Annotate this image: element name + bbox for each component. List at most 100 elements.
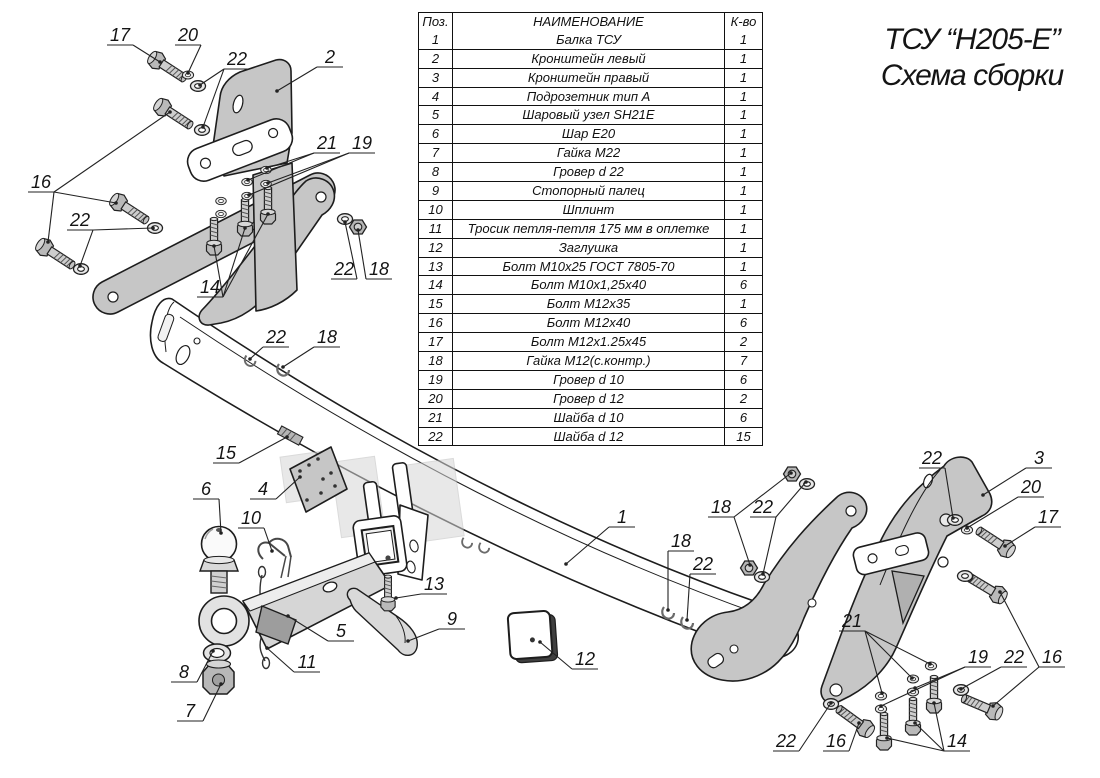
- cell-qty: 1: [725, 199, 762, 219]
- svg-text:2: 2: [324, 47, 335, 67]
- callout-17: 17: [1003, 507, 1061, 548]
- bolt: [875, 711, 893, 751]
- svg-text:9: 9: [447, 609, 457, 629]
- svg-text:22: 22: [692, 554, 713, 574]
- cell-pos: 8: [419, 162, 453, 182]
- svg-text:21: 21: [316, 133, 337, 153]
- callout-22: 22: [919, 448, 955, 520]
- callout-18: 18: [356, 228, 392, 280]
- cell-qty: 6: [725, 369, 762, 389]
- callout-19: 19: [879, 647, 991, 708]
- svg-text:18: 18: [317, 327, 337, 347]
- svg-text:22: 22: [1003, 647, 1024, 667]
- svg-text:22: 22: [921, 448, 942, 468]
- cell-qty: 1: [725, 105, 762, 124]
- cell-pos: 13: [419, 256, 453, 276]
- svg-text:19: 19: [968, 647, 988, 667]
- cell-pos: 12: [419, 237, 453, 257]
- washer: [946, 514, 964, 526]
- cell-qty: 1: [739, 31, 748, 47]
- cell-name: Шар Е20: [453, 124, 725, 144]
- cell-name: Заглушка: [453, 237, 725, 257]
- cell-name: Тросик петля-петля 175 мм в оплетке: [453, 218, 725, 238]
- callout-18: 18: [708, 471, 793, 567]
- washer-d22: [202, 643, 232, 663]
- callout-4: 4: [250, 475, 302, 500]
- header-name: НАИМЕНОВАНИЕ: [453, 13, 725, 31]
- callout-22: 22: [67, 210, 155, 268]
- cell-pos: 19: [419, 369, 453, 389]
- cell-name: Шайба d 12: [453, 426, 725, 446]
- cell-qty: 1: [725, 294, 762, 313]
- cell-name: Гровер d 22: [453, 162, 725, 182]
- receiver-tube: [352, 462, 429, 581]
- cell-name: Гайка М12(с.контр.): [453, 351, 725, 370]
- header-qty: К-во: [730, 14, 757, 29]
- bolt: [144, 47, 192, 88]
- title-line2: Схема сборки: [880, 59, 1064, 92]
- callout-22: 22: [750, 480, 808, 576]
- nut-m22: [202, 659, 235, 695]
- callout-22: 22: [198, 49, 250, 129]
- svg-text:16: 16: [31, 172, 52, 192]
- cell-name: Гровер d 10: [453, 369, 725, 389]
- callout-20: 20: [175, 25, 202, 75]
- washer: [215, 196, 227, 206]
- svg-text:18: 18: [369, 259, 389, 279]
- svg-text:14: 14: [200, 277, 220, 297]
- lock-pin: [346, 587, 418, 656]
- cell-pos: 21: [419, 407, 453, 427]
- beam-hole: [175, 344, 191, 366]
- callout-18: 18: [666, 531, 694, 612]
- callout-22: 22: [773, 701, 833, 752]
- cell-name: Болт М12х40: [453, 313, 725, 333]
- cell-name: Гайка М22: [453, 143, 725, 163]
- cell-pos: 2: [419, 48, 453, 68]
- cell-pos: 18: [419, 351, 453, 370]
- receiver-pin-hole: [385, 555, 391, 561]
- beam-hole: [193, 337, 201, 345]
- cell-qty: 1: [725, 237, 762, 257]
- callout-12: 12: [538, 640, 598, 670]
- callout-13: 13: [394, 574, 447, 600]
- bolt: [150, 94, 198, 135]
- left-bracket-plate: [186, 118, 294, 182]
- cell-name: Шаровый узел SH21E: [453, 105, 725, 125]
- cell-qty: 6: [725, 275, 762, 294]
- callout-17: 17: [107, 25, 162, 64]
- callout-14: 14: [197, 212, 270, 298]
- callout-7: 7: [177, 682, 223, 722]
- cell-name: Кронштейн левый: [453, 48, 725, 68]
- cell-pos: 11: [419, 218, 453, 238]
- callout-22: 22: [959, 647, 1027, 691]
- right-bracket-gusset: [891, 570, 925, 626]
- cell-pos: 6: [419, 124, 453, 144]
- svg-text:1: 1: [617, 507, 627, 527]
- svg-text:4: 4: [258, 479, 268, 499]
- svg-text:19: 19: [352, 133, 372, 153]
- callout-5: 5: [286, 614, 354, 642]
- callout-16: 16: [991, 590, 1065, 708]
- svg-text:22: 22: [333, 259, 354, 279]
- callout-6: 6: [193, 479, 223, 535]
- left-bracket-web: [252, 162, 298, 312]
- svg-text:7: 7: [185, 701, 196, 721]
- ball-mount-wedge: [255, 605, 297, 645]
- cell-name: Балка ТСУ: [453, 30, 725, 49]
- svg-text:22: 22: [69, 210, 90, 230]
- svg-text:10: 10: [241, 508, 261, 528]
- cell-name: Стопорный палец: [453, 181, 725, 200]
